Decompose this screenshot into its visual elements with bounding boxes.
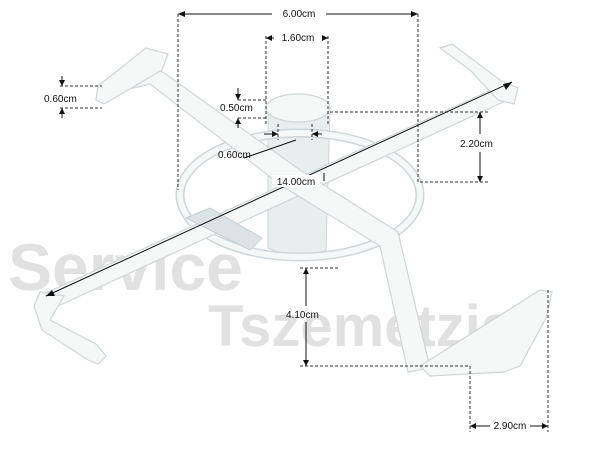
dim-hub-width: 1.60cm [265,31,329,124]
label-diagonal: 14.00cm [277,177,315,188]
label-left-tip: 0.60cm [44,94,77,105]
label-hub-top: 0.50cm [220,103,253,114]
label-leg-height: 4.10cm [286,310,319,321]
hub-top [265,93,331,123]
dim-foot-width: 2.90cm [469,290,549,432]
tip-top-left [95,47,169,105]
dim-leg-height: 4.10cm [286,267,470,367]
dim-diagonal: 14.00cm [45,81,513,297]
spoke-lower-left [184,207,263,251]
dim-arm-height: 2.20cm [330,111,493,183]
plastic-part [33,43,553,377]
label-foot-width: 2.90cm [494,421,527,432]
watermark: Service Tszemetzis [8,230,513,359]
label-arm-height: 2.20cm [460,139,493,150]
foot-left [33,291,107,365]
ring-inner [177,130,423,260]
dim-hub-inner: 0.60cm [218,124,322,161]
foot-right [419,289,553,377]
dim-left-tip: 0.60cm [44,76,102,118]
arm-cross [99,69,431,373]
label-width-top: 6.00cm [283,9,316,20]
label-hub-inner: 0.60cm [218,150,251,161]
dim-width-top: 6.00cm [177,7,419,190]
label-hub-width: 1.60cm [282,33,315,44]
tip-top-right [438,43,519,105]
dim-hub-top: 0.50cm [220,88,268,128]
